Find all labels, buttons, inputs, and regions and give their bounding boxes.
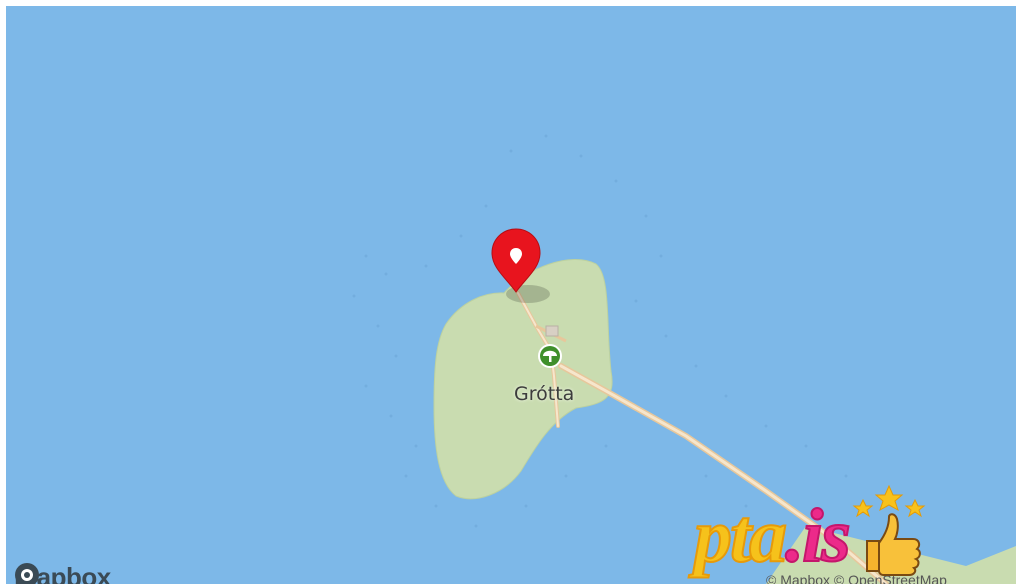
- star-icon: [852, 484, 926, 518]
- place-label-grotta: Grótta: [514, 383, 575, 405]
- island-land: [433, 259, 613, 500]
- map-layers: [6, 6, 1016, 584]
- site-watermark: pta.is: [693, 483, 929, 579]
- watermark-text: pta.is: [693, 493, 852, 579]
- mapbox-logo-icon: [15, 563, 39, 584]
- shoal-dots: [352, 134, 888, 528]
- map-pin-icon[interactable]: [491, 228, 541, 293]
- lighthouse-icon: [545, 325, 559, 337]
- thumbs-up-icon: [852, 484, 926, 576]
- mapbox-logo[interactable]: mapbox: [14, 562, 111, 584]
- map-canvas[interactable]: Grótta mapbox © Mapbox © OpenStreetMap: [6, 6, 1016, 584]
- park-tree-icon[interactable]: [538, 344, 562, 368]
